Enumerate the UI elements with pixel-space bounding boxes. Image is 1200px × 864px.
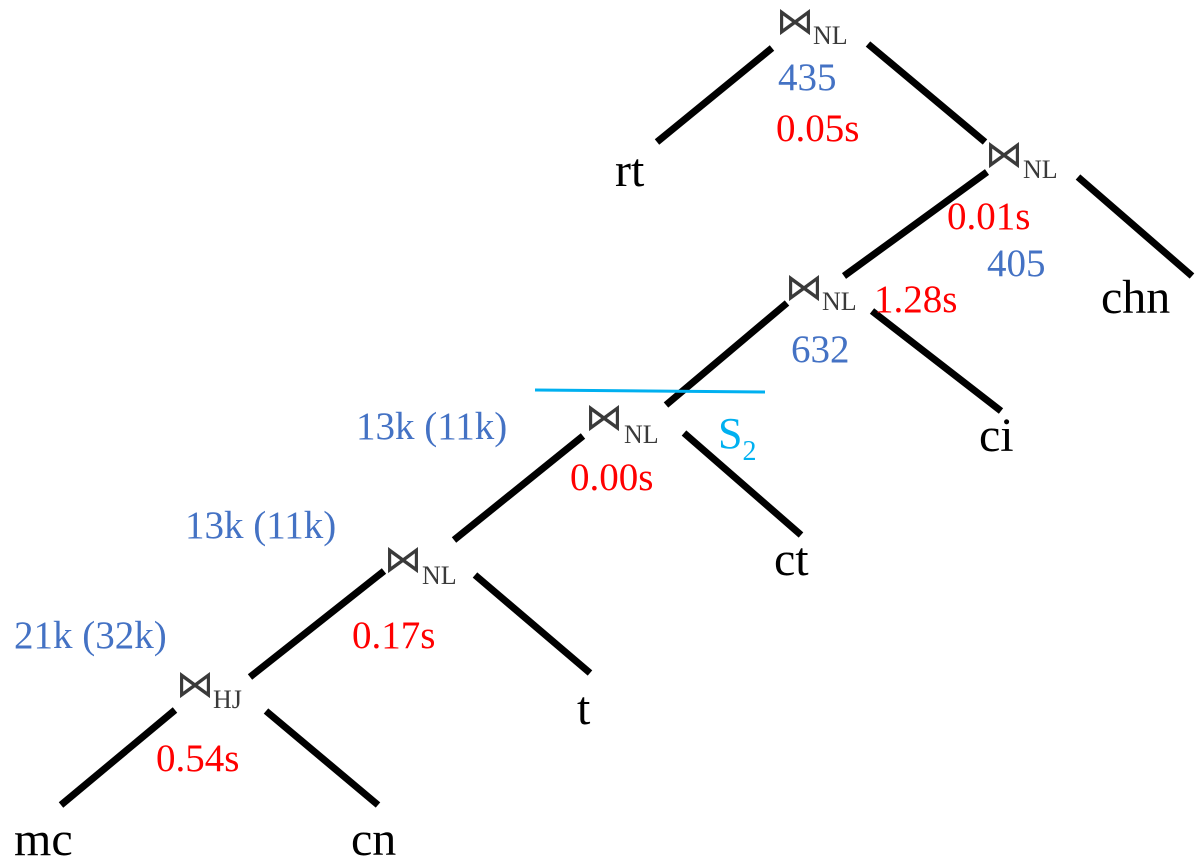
join-operator-symbol: ⋈ [776,1,814,43]
join-algorithm-label: NL [624,420,659,449]
cut-label: S2 [718,409,756,467]
join-operator-symbol: ⋈ [176,664,214,706]
join-time: 1.28s [874,278,957,321]
join-operator-symbol: ⋈ [384,539,422,581]
edge-join1-join2 [865,41,988,145]
join-time: 0.01s [947,195,1030,238]
edge-join2-join3 [841,169,990,279]
join-cardinality: 21k (32k) [14,614,167,657]
join-algorithm-label: HJ [213,685,242,714]
tree-edges [58,41,1195,808]
edge-join2-chn [1075,174,1195,279]
join-algorithm-label: NL [422,561,457,590]
join-node-6: 21k (32k) ⋈ HJ 0.54s [14,614,242,780]
join-cardinality: 13k (11k) [356,405,507,448]
leaf-relations: rt chn ci ct t mc cn [14,144,1170,864]
join-operator-symbol: ⋈ [785,267,823,309]
join-time: 0.00s [570,456,653,499]
join-cardinality: 435 [778,56,837,99]
join-algorithm-label: NL [813,21,848,50]
cut-line [534,388,766,394]
join-cardinality: 405 [987,242,1046,285]
join-time: 0.54s [156,737,239,780]
join-node-5: 13k (11k) ⋈ NL 0.17s [185,504,457,657]
join-cardinality: 632 [791,328,850,371]
join-time: 0.05s [776,107,859,150]
join-node-4: 13k (11k) ⋈ NL 0.00s [356,397,659,499]
leaf-mc: mc [14,813,73,864]
join-cardinality: 13k (11k) [185,504,336,547]
join-algorithm-label: NL [1023,155,1058,184]
leaf-t: t [577,682,591,735]
leaf-ci: ci [979,409,1014,462]
edge-join3-join4 [663,300,790,408]
join-algorithm-label: NL [822,287,857,316]
leaf-chn: chn [1101,271,1170,324]
cut-label-subscript: 2 [742,436,756,467]
edge-join4-join5 [451,433,586,543]
edge-join4-ct [681,430,804,538]
edge-join3-ci [869,308,1004,414]
edge-join6-mc [58,707,178,808]
edge-join5-t [472,572,593,676]
join-node-2: ⋈ NL 0.01s 405 [947,134,1058,285]
leaf-ct: ct [774,533,809,586]
join-time: 0.17s [352,614,435,657]
edge-join1-rt [654,45,775,145]
join-node-1: ⋈ NL 435 0.05s [776,1,859,150]
join-operator-symbol: ⋈ [585,397,623,439]
leaf-cn: cn [351,813,396,864]
join-node-3: ⋈ NL 1.28s 632 [785,267,957,371]
join-operator-symbol: ⋈ [985,134,1023,176]
edge-join5-join6 [247,568,387,680]
edge-join6-cn [263,708,381,808]
leaf-rt: rt [615,144,645,197]
cut-label-letter: S [718,409,742,458]
